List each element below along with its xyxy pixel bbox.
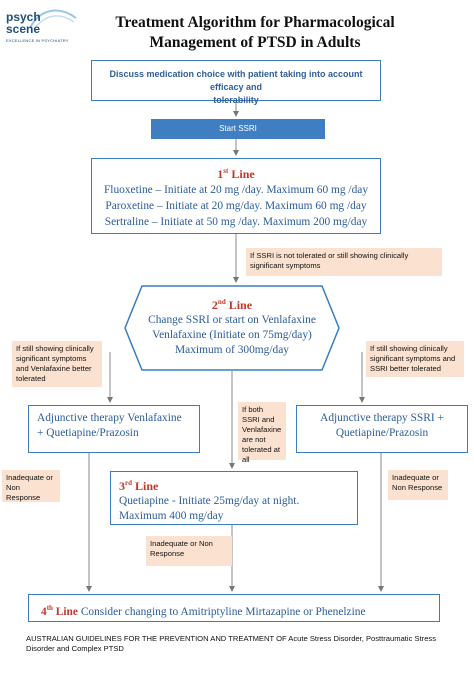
note-venlafaxine-better: If still showing clinically significant … xyxy=(12,341,102,387)
first-line-heading: 1st Line xyxy=(92,163,380,182)
fourth-line-num: 4 xyxy=(41,605,47,618)
title-line-2: Management of PTSD in Adults xyxy=(149,34,361,51)
note-both-not-tolerated: If both SSRI and Venlafaxine are not tol… xyxy=(238,402,286,464)
note-ssri-better: If still showing clinically significant … xyxy=(366,341,464,377)
adjunctive-venlafaxine-line-2: + Quetiapine/Prazosin xyxy=(37,427,139,439)
third-line-heading: 3rd Line xyxy=(119,476,349,494)
logo-wave-icon xyxy=(29,9,77,31)
adjunctive-ssri-line-1: Adjunctive therapy SSRI + xyxy=(320,412,444,424)
page-title: Treatment Algorithm for Pharmacological … xyxy=(90,13,420,53)
third-line-num: 3 xyxy=(119,479,125,493)
title-line-1: Treatment Algorithm for Pharmacological xyxy=(115,14,395,31)
adjunctive-venlafaxine-box: Adjunctive therapy Venlafaxine + Quetiap… xyxy=(28,405,200,453)
note-ssri-not-tolerated: If SSRI is not tolerated or still showin… xyxy=(246,248,442,276)
second-line-box: 2nd Line Change SSRI or start on Venlafa… xyxy=(124,295,340,358)
first-line-word: Line xyxy=(231,167,255,181)
third-line-sup: rd xyxy=(125,479,132,487)
third-line-word: Line xyxy=(135,479,159,493)
second-line-heading: 2nd Line xyxy=(124,295,340,313)
start-ssri-box: Start SSRI xyxy=(151,119,325,139)
first-line-item: Paroxetine – Initiate at 20 mg/day. Maxi… xyxy=(105,200,367,212)
first-line-box: 1st Line Fluoxetine – Initiate at 20 mg … xyxy=(91,158,381,234)
note-inadequate-center: Inadequate or Non Response xyxy=(146,536,232,566)
fourth-line-sup: th xyxy=(46,604,53,612)
fourth-line-heading: 4th Line xyxy=(41,604,78,618)
first-line-num: 1 xyxy=(217,167,224,181)
psychscene-logo: psych scene EXCELLENCE IN PSYCHIATRY xyxy=(6,8,88,48)
logo-text-psych: psych xyxy=(6,10,41,24)
first-line-item: Fluoxetine – Initiate at 20 mg /day. Max… xyxy=(103,184,369,196)
note-inadequate-right: Inadequate or Non Response xyxy=(388,470,448,500)
fourth-line-text: Consider changing to Amitriptyline Mirta… xyxy=(80,605,366,618)
third-line-item: Maximum 400 mg/day xyxy=(119,510,224,522)
fourth-line-word: Line xyxy=(55,605,78,618)
third-line-item: Quetiapine - Initiate 25mg/day at night. xyxy=(119,495,300,507)
second-line-item: Change SSRI or start on Venlafaxine xyxy=(148,314,316,326)
first-line-sup: st xyxy=(223,167,229,175)
second-line-num: 2 xyxy=(211,298,218,312)
second-line-word: Line xyxy=(228,298,253,312)
discuss-line-1: Discuss medication choice with patient t… xyxy=(109,69,363,92)
fourth-line-box: 4th Line Consider changing to Amitriptyl… xyxy=(28,594,440,622)
adjunctive-venlafaxine-line-1: Adjunctive therapy Venlafaxine xyxy=(37,412,182,424)
logo-tagline: EXCELLENCE IN PSYCHIATRY xyxy=(6,38,69,43)
second-line-hexagon xyxy=(124,285,340,371)
second-line-item: Venlafaxine (Initiate on 75mg/day) xyxy=(152,329,312,341)
discuss-line-2: tolerability xyxy=(213,95,259,105)
footer-citation: AUSTRALIAN GUIDELINES FOR THE PREVENTION… xyxy=(26,634,437,653)
second-line-item: Maximum of 300mg/day xyxy=(175,344,289,356)
second-line-sup: nd xyxy=(217,298,226,306)
adjunctive-ssri-line-2: Quetiapine/Prazosin xyxy=(335,427,429,439)
first-line-item: Sertraline – Initiate at 50 mg /day. Max… xyxy=(104,216,368,228)
third-line-box: 3rd Line Quetiapine - Initiate 25mg/day … xyxy=(110,471,358,525)
logo-text-scene: scene xyxy=(6,22,41,36)
adjunctive-ssri-box: Adjunctive therapy SSRI + Quetiapine/Pra… xyxy=(296,405,468,453)
note-inadequate-left: Inadequate or Non Response xyxy=(2,470,60,502)
discuss-box: Discuss medication choice with patient t… xyxy=(91,60,381,105)
